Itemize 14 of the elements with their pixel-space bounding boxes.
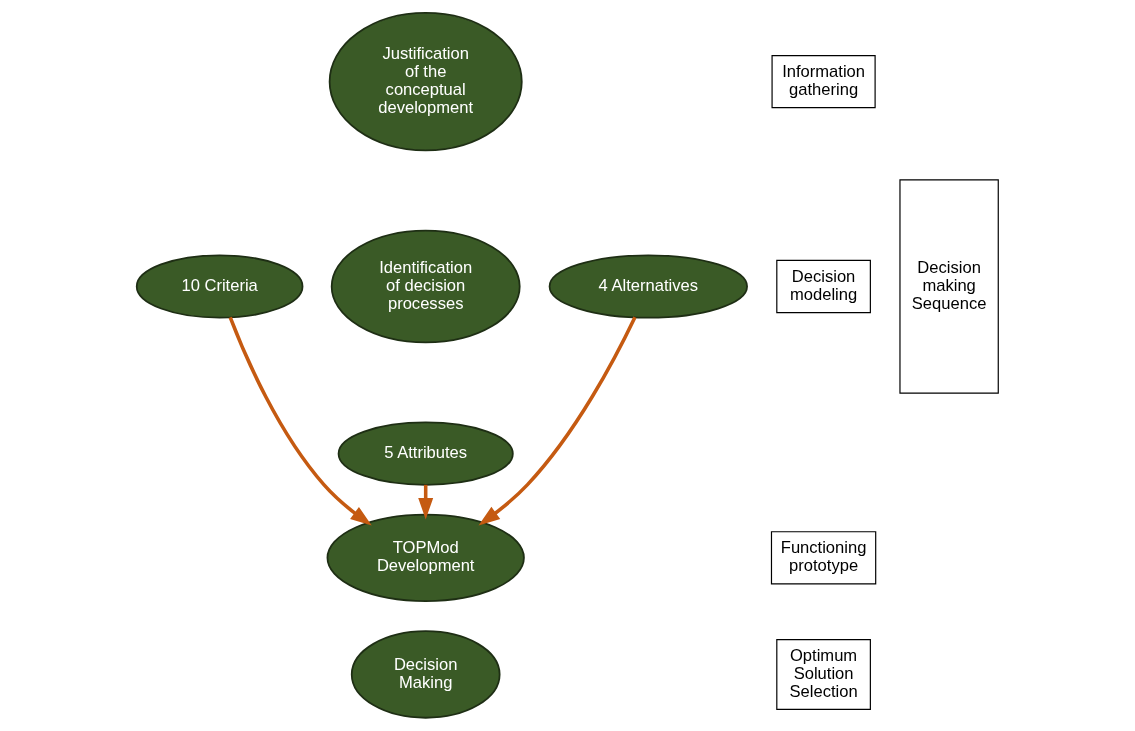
node-ellipse: 5 Attributes [337,421,514,486]
arrow [478,316,637,526]
node-ellipse: TOPMod Development [326,513,525,602]
node-ellipse: Identification of decision processes [330,229,521,344]
node-ellipse: Justification of the conceptual development [328,12,523,152]
node-ellipse: 10 Criteria [135,254,304,319]
node-box: Optimum Solution Selection [776,638,871,710]
node-box: Information gathering [771,55,876,109]
node-ellipse: 4 Alternatives [548,254,748,319]
node-box: Decision making Sequence [899,179,999,394]
arrow [228,316,372,526]
node-box: Decision modeling [776,259,871,314]
node-box: Functioning prototype [770,531,877,585]
node-ellipse: Decision Making [350,630,501,719]
